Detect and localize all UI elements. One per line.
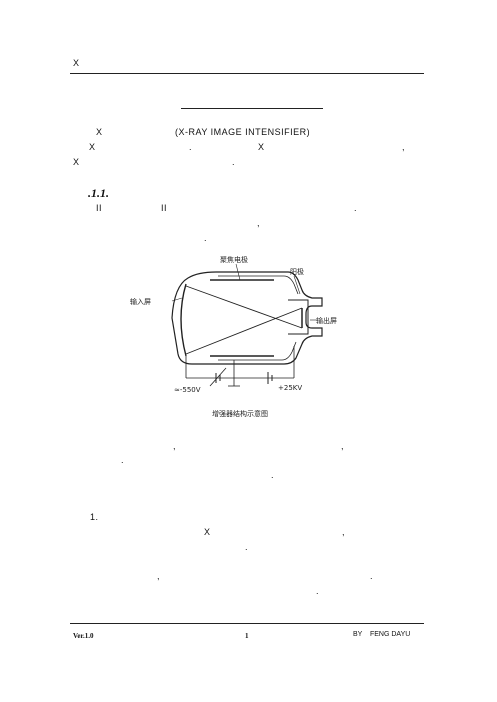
footer-version: Ver.1.0 (73, 632, 94, 640)
section-title-underline (181, 108, 323, 109)
leader-line (235, 263, 241, 281)
ii-label: II (96, 203, 103, 213)
leader-line (171, 297, 183, 302)
para-period: . (245, 542, 249, 552)
footer-author: BY FENG DAYU (353, 631, 411, 638)
figure-caption: 增强器结构示意图 (212, 409, 268, 418)
adjust-arrow (209, 367, 227, 387)
header-rule (70, 73, 424, 74)
label-voltage-neg: ≈-550V (174, 386, 201, 394)
para-comma: , (173, 441, 177, 451)
para-comma: , (402, 142, 406, 152)
para-x-label: X (96, 127, 103, 137)
para-comma: , (342, 527, 346, 537)
label-output-screen: 输出屏 (316, 316, 337, 325)
footer-page-number: 1 (245, 632, 249, 640)
para-comma: , (341, 441, 345, 451)
tube-outer-wall (171, 271, 323, 365)
tube-inner-wall (218, 341, 297, 361)
para-x: X (73, 157, 80, 167)
label-anode: 阳极 (290, 267, 304, 276)
para-x: X (204, 527, 211, 537)
para-period: . (189, 142, 193, 152)
english-term: (X-RAY IMAGE INTENSIFIER) (175, 127, 311, 137)
intensifier-diagram: 聚焦电极 阳极 输入屏 输出屏 ≈-550V +25KV 增强器结构示意图 (130, 255, 337, 418)
para-x: X (89, 142, 96, 152)
para-period: . (271, 470, 275, 480)
leader-line (293, 275, 301, 295)
para-period: . (232, 157, 236, 167)
subsection-number: .1.1. (88, 186, 109, 200)
para-period: . (370, 571, 374, 581)
label-input-screen: 输入屏 (130, 297, 151, 306)
header-title: X (73, 58, 80, 68)
item-number: 1. (90, 512, 99, 522)
label-focus-electrode: 聚焦电极 (220, 255, 248, 264)
para-x: X (258, 142, 265, 152)
para-comma: , (257, 218, 261, 228)
ii-label: II (161, 203, 168, 213)
beam-path (185, 285, 303, 329)
tube-inner-wall (218, 275, 299, 295)
footer-rule (70, 623, 424, 624)
para-period: . (316, 586, 320, 596)
para-period: . (121, 455, 125, 465)
label-voltage-pos: +25KV (278, 384, 302, 392)
para-comma: , (157, 571, 161, 581)
para-period: . (354, 203, 358, 213)
anode-shape (288, 299, 309, 335)
para-period: . (204, 233, 208, 243)
input-screen-curve (180, 283, 187, 357)
beam-path (185, 307, 303, 355)
